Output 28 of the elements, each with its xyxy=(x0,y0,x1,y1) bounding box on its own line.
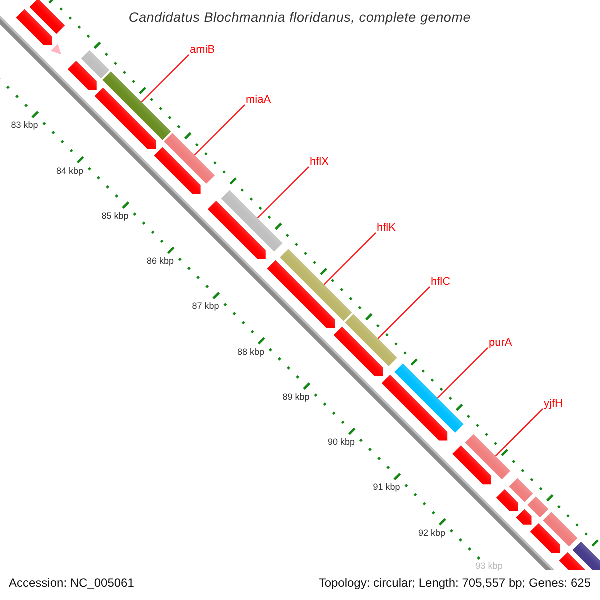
leader-line xyxy=(141,54,190,103)
leader-line xyxy=(495,408,544,457)
gene-label: hflK xyxy=(377,222,396,234)
scale-label: 90 kbp xyxy=(328,437,356,448)
scale-label: 89 kbp xyxy=(282,392,310,402)
scale-label: 88 kbp xyxy=(238,346,265,357)
map-title: Candidatus Blochmannia floridanus, complete genome xyxy=(128,10,472,25)
gene-label: miaA xyxy=(246,94,272,106)
scale-label: 86 kbp xyxy=(146,256,174,266)
scale-label: 83 kbp xyxy=(11,120,38,130)
scale-label: 92 kbp xyxy=(418,528,446,538)
gene-label: amiB xyxy=(190,44,216,56)
leader-line xyxy=(378,286,430,340)
leader-line xyxy=(194,104,246,156)
gene-label: yjfH xyxy=(544,398,563,410)
leader-line xyxy=(437,348,488,399)
scale-label: 87 kbp xyxy=(192,301,220,312)
accession-text: Accession: NC_005061 xyxy=(9,576,134,590)
scale-label: 91 kbp xyxy=(373,482,400,492)
scale-label: 93 kbp xyxy=(476,560,503,571)
gene-label: hflX xyxy=(310,156,329,168)
scale-label: 85 kbp xyxy=(102,210,129,221)
leader-line xyxy=(257,166,310,219)
genome-stats-text: Topology: circular; Length: 705,557 bp; Genes: 625 xyxy=(318,576,591,590)
gene-label: hflC xyxy=(431,276,451,288)
gene-label: purA xyxy=(489,337,512,349)
scale-label: 84 kbp xyxy=(56,166,84,176)
leader-line xyxy=(324,232,376,286)
